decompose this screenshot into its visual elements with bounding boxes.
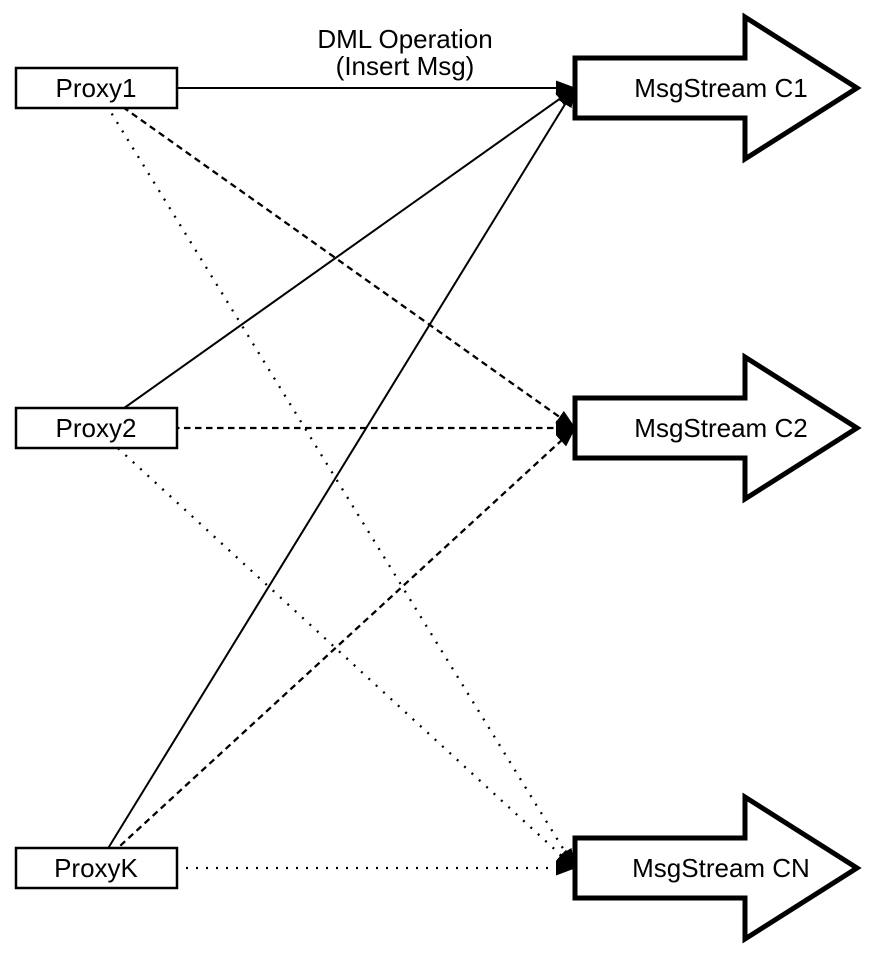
msgstream-cn-arrow-shape <box>572 792 862 944</box>
edges-layer <box>95 80 576 876</box>
msgstream-cn-label: MsgStream CN <box>632 853 810 883</box>
proxy1-label: Proxy1 <box>56 73 137 103</box>
edge-proxyk-to-msgstream-c1 <box>95 87 576 869</box>
node-proxy1: Proxy1 <box>14 66 179 110</box>
msgstream-c2-arrow-shape <box>572 352 862 504</box>
node-proxy2: Proxy2 <box>14 406 179 450</box>
proxyk-label: ProxyK <box>54 853 138 883</box>
dml-operation-label-line1: DML Operation <box>317 24 492 54</box>
proxy2-box <box>14 406 179 450</box>
node-msgstream-c2: MsgStream C2 <box>572 352 862 504</box>
node-msgstream-cn: MsgStream CN <box>572 792 862 944</box>
node-proxyk: ProxyK <box>14 846 179 890</box>
msgstream-c1-label: MsgStream C1 <box>634 73 807 103</box>
edge-proxy1-to-msgstream-c2 <box>95 87 576 429</box>
node-msgstream-c1: MsgStream C1 <box>572 12 862 164</box>
proxy2-label: Proxy2 <box>56 413 137 443</box>
edge-proxy2-to-msgstream-c1 <box>95 87 576 429</box>
proxyk-box <box>14 846 179 890</box>
msgstream-c1-arrow-shape <box>572 12 862 164</box>
proxy1-box <box>14 66 179 110</box>
edge-proxyk-to-msgstream-c2 <box>95 427 576 869</box>
msgstream-c2-label: MsgStream C2 <box>634 413 807 443</box>
dml-operation-label-line2: (Insert Msg) <box>336 51 475 81</box>
